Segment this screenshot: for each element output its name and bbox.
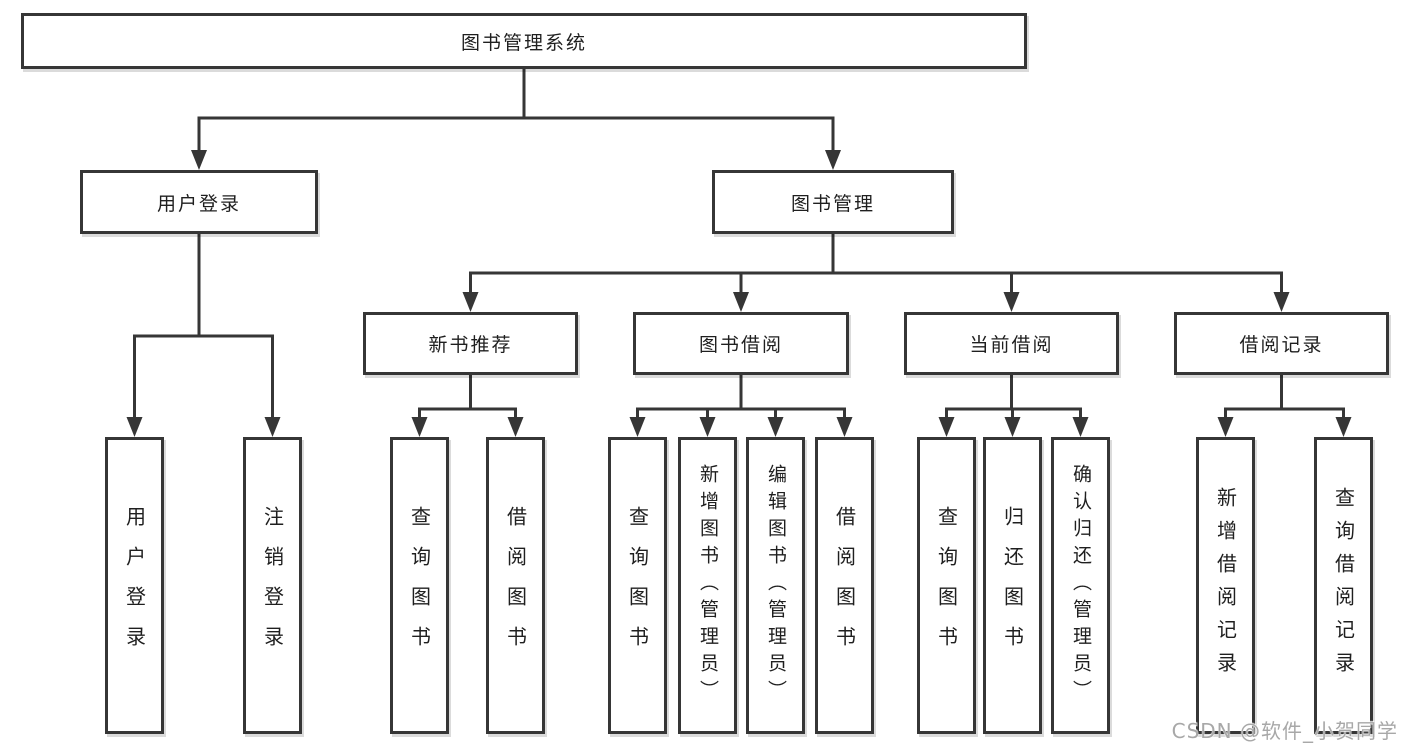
leaf-edit-books-admin: 编辑图书（管理员）	[746, 437, 805, 734]
leaf-return-books: 归还图书	[983, 437, 1042, 734]
leaf-logout-login: 注销登录	[243, 437, 302, 734]
leaf-add-borrow-record: 新增借阅记录	[1196, 437, 1255, 734]
node-borrowing-records: 借阅记录	[1174, 312, 1389, 375]
node-current-borrowing: 当前借阅	[904, 312, 1119, 375]
leaf-borrow-books-borrowing: 借阅图书	[815, 437, 874, 734]
arrowhead-icons	[126, 150, 1352, 437]
node-book-management: 图书管理	[712, 170, 954, 234]
leaf-borrow-books-recommend: 借阅图书	[486, 437, 545, 734]
leaf-query-books-current: 查询图书	[917, 437, 976, 734]
node-book-borrowing: 图书借阅	[633, 312, 849, 375]
leaf-confirm-return-admin: 确认归还（管理员）	[1051, 437, 1110, 734]
leaf-query-books-borrowing: 查询图书	[608, 437, 667, 734]
connector-paths	[133, 69, 1345, 421]
csdn-watermark: CSDN @软件_小贺同学	[1171, 719, 1398, 743]
node-new-book-recommend: 新书推荐	[363, 312, 578, 375]
leaf-add-books-admin: 新增图书（管理员）	[678, 437, 737, 734]
leaf-query-books-recommend: 查询图书	[390, 437, 449, 734]
leaf-query-borrow-record: 查询借阅记录	[1314, 437, 1373, 734]
leaf-user-login: 用户登录	[105, 437, 164, 734]
node-user-login: 用户登录	[80, 170, 318, 234]
node-library-system: 图书管理系统	[21, 13, 1027, 69]
